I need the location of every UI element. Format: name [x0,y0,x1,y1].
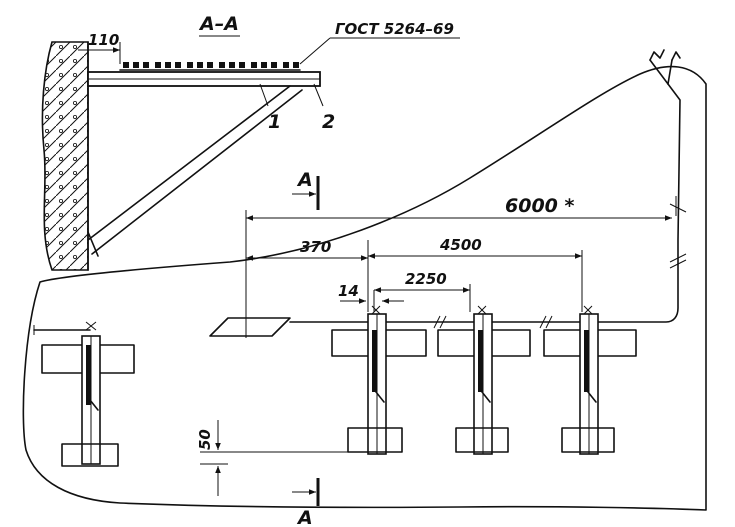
electrode-3 [543,305,637,455]
svg-text:370: 370 [300,238,331,256]
diagonal-brace [87,85,303,257]
dimension-14: 14 [338,282,404,312]
svg-text:4500: 4500 [439,236,482,254]
electrode-leftmost [41,321,135,467]
svg-text:2250: 2250 [405,270,447,288]
dimension-370: 370 [246,238,368,261]
svg-text:A: A [296,507,313,527]
electrode-2 [437,305,531,455]
wall-offset-dim: 110 [88,31,119,49]
svg-text:50: 50 [196,429,214,450]
breakout-outline [22,65,707,511]
part-1-callout: 1 [268,111,281,133]
electrode-1 [331,305,427,455]
svg-text:A: A [296,169,313,191]
dimension-4500: 4500 [367,236,583,312]
svg-text:14: 14 [338,282,359,300]
svg-text:6000 *: 6000 * [505,195,574,217]
dimension-6000: 6000 * [245,195,672,312]
standard-label: ГОСТ 5264–69 [335,20,454,38]
wall-hatch [41,41,89,271]
part-2-callout: 2 [322,111,335,133]
dimension-2250: 2250 [374,270,471,312]
conductor-line [33,49,687,338]
dimension-50: 50 [196,420,362,496]
cut-mark-bottom: A [292,478,320,527]
cut-mark-top: A [292,169,320,210]
section-label: A–A [198,13,239,35]
section-view: 110 A–A ГОСТ 5264–69 1 2 [41,13,460,271]
weld-marks [123,62,299,68]
